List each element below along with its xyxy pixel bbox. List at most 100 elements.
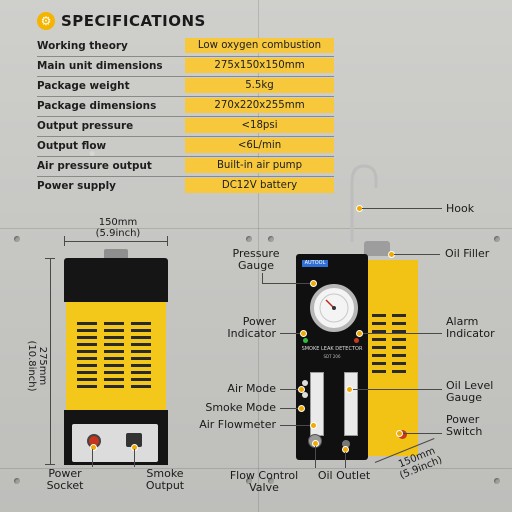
height-tick [45, 464, 55, 465]
callout-leader [345, 452, 346, 468]
callout-dot [310, 422, 317, 429]
rear-connector-panel [72, 424, 158, 462]
callout-leader [134, 449, 135, 467]
spec-value: 275x150x150mm [185, 58, 334, 73]
pressure-gauge-dial [310, 284, 358, 332]
spec-divider [37, 116, 334, 117]
spec-value: <6L/min [185, 138, 334, 153]
spec-value: 270x220x255mm [185, 98, 334, 113]
wall-seam [0, 468, 512, 469]
callout-dot [346, 386, 353, 393]
wall-hole [494, 478, 500, 484]
callout-leader [394, 254, 440, 255]
wall-seam [258, 0, 259, 512]
callout-dot [356, 330, 363, 337]
device-front-view: AUTOOL SMOKE LEAK DETECTOR SDT 206 [296, 254, 420, 460]
specifications-title: SPECIFICATIONS [61, 12, 206, 30]
callout-leader [315, 446, 316, 468]
air-mode-switch[interactable] [302, 380, 308, 386]
height-tick [45, 258, 55, 259]
callout-leader [362, 333, 442, 334]
spec-row: Main unit dimensions 275x150x150mm [37, 57, 334, 74]
spec-divider [37, 56, 334, 57]
device-rear-view [64, 249, 168, 465]
callout-dot [310, 280, 317, 287]
wall-seam [0, 228, 512, 229]
spec-value: Built-in air pump [185, 158, 334, 173]
power-indicator-led [303, 338, 308, 343]
wall-hole [246, 236, 252, 242]
height-dimension-line [50, 258, 51, 464]
spec-label: Package weight [37, 79, 130, 92]
callout-leader [280, 389, 300, 390]
wall-hole [494, 236, 500, 242]
spec-row: Output pressure <18psi [37, 117, 334, 134]
callout-leader [352, 389, 442, 390]
spec-divider [37, 96, 334, 97]
spec-divider [37, 156, 334, 157]
flow-control-valve-label: Flow Control Valve [229, 469, 299, 494]
power-switch-label: Power Switch [446, 413, 483, 438]
smoke-output-port[interactable] [126, 433, 142, 447]
width-tick [64, 236, 65, 246]
spec-row: Package weight 5.5kg [37, 77, 334, 94]
oil-outlet-port[interactable] [342, 440, 350, 448]
height-mm: 275mm [37, 346, 48, 386]
wall-hole [268, 478, 274, 484]
spec-row: Air pressure output Built-in air pump [37, 157, 334, 174]
callout-dot [298, 405, 305, 412]
callout-leader [280, 408, 300, 409]
wall-hole [14, 236, 20, 242]
oil-outlet-label: Oil Outlet [317, 469, 371, 482]
wall-hole [246, 478, 252, 484]
alarm-indicator-led [354, 338, 359, 343]
brand-badge: AUTOOL [302, 260, 328, 267]
height-inch: (10.8inch) [26, 340, 37, 392]
oil-level-tube [344, 372, 358, 436]
pressure-gauge-label: Pressure Gauge [232, 247, 280, 272]
spec-divider [37, 136, 334, 137]
gauge-needle [319, 293, 349, 323]
spec-row: Working theory Low oxygen combustion [37, 37, 334, 54]
callout-leader [402, 433, 442, 434]
spec-label: Output flow [37, 139, 107, 152]
oil-filler-label: Oil Filler [445, 247, 490, 260]
callout-dot [90, 444, 97, 451]
spec-value: DC12V battery [185, 178, 334, 193]
callout-leader [262, 273, 263, 283]
callout-leader [92, 449, 93, 467]
air-mode-label: Air Mode [227, 382, 276, 395]
spec-value: <18psi [185, 118, 334, 133]
callout-leader [280, 425, 312, 426]
width-mm: 150mm [98, 217, 138, 228]
hook [350, 164, 378, 242]
spec-label: Working theory [37, 39, 128, 52]
callout-leader [280, 333, 302, 334]
filler-cap [104, 249, 128, 259]
front-model-number: SDT 206 [323, 354, 341, 359]
spec-label: Main unit dimensions [37, 59, 163, 72]
callout-dot [300, 330, 307, 337]
spec-row: Power supply DC12V battery [37, 177, 334, 194]
smoke-mode-switch[interactable] [302, 392, 308, 398]
smoke-mode-label: Smoke Mode [205, 401, 276, 414]
vent-slots [77, 322, 151, 388]
width-tick [167, 236, 168, 246]
power-indicator-label: Power Indicator [227, 315, 276, 340]
alarm-indicator-label: Alarm Indicator [446, 315, 495, 340]
specifications-header: ⚙ SPECIFICATIONS [37, 12, 206, 30]
power-socket-label: Power Socket [46, 467, 84, 492]
spec-divider [37, 76, 334, 77]
spec-value: 5.5kg [185, 78, 334, 93]
width-inch: (5.9inch) [95, 228, 141, 239]
width-dimension-line [64, 241, 168, 242]
spec-label: Air pressure output [37, 159, 152, 172]
spec-row: Output flow <6L/min [37, 137, 334, 154]
height-dimension-label: 275mm (10.8inch) [26, 321, 48, 411]
callout-leader [262, 283, 312, 284]
front-model-title: SMOKE LEAK DETECTOR [301, 346, 363, 352]
spec-label: Output pressure [37, 119, 134, 132]
side-vent-slots [372, 314, 406, 373]
oil-filler-cap[interactable] [364, 241, 390, 256]
device-yellow-panel [66, 302, 166, 410]
